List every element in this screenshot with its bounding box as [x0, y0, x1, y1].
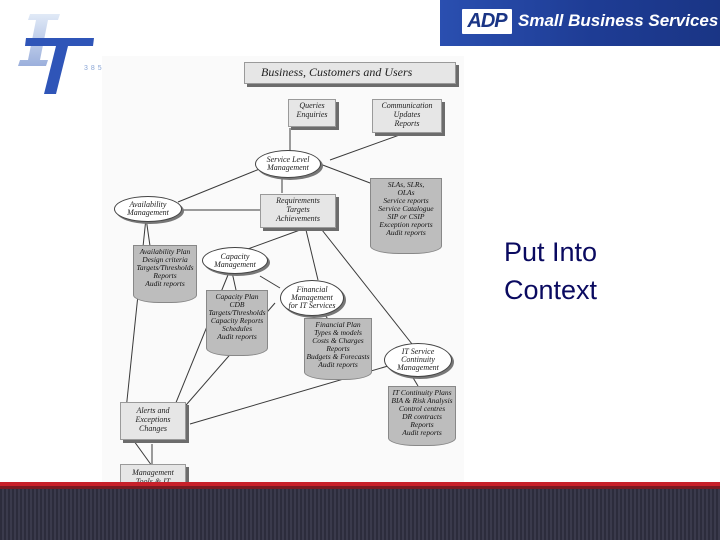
diagram-title: Business, Customers and Users [261, 65, 413, 79]
financial-documents: Financial Plan Types & models Costs & Ch… [304, 318, 372, 380]
diagram-title-box: Business, Customers and Users [244, 62, 456, 84]
capacity-documents: Capacity Plan CDB Targets/Thresholds Cap… [206, 290, 268, 356]
it-logo-number: 385 [84, 65, 105, 72]
capacity-node: Capacity Management [202, 247, 268, 274]
communication-box: Communication Updates Reports [372, 99, 442, 133]
alerts-box: Alerts and Exceptions Changes [120, 402, 186, 440]
availability-documents: Availability Plan Design criteria Target… [133, 245, 197, 303]
slide-heading-text: Put Into Context [504, 237, 598, 305]
slide-heading: Put Into Context [504, 233, 597, 309]
it-logo: 385 [18, 8, 102, 98]
adp-logo-text: ADP [467, 10, 507, 32]
it-logo-icon [18, 14, 94, 94]
service-level-node: Service Level Management [255, 150, 321, 178]
continuity-documents: IT Continuity Plans BIA & Risk Analysis … [388, 386, 456, 446]
queries-box: Queries Enquiries [288, 99, 336, 127]
financial-node: Financial Management for IT Services [280, 280, 344, 316]
footer-band [0, 482, 720, 540]
availability-node: Availability Management [114, 196, 182, 222]
continuity-node: IT Service Continuity Management [384, 343, 452, 377]
requirements-box: Requirements Targets Achievements [260, 194, 336, 228]
sla-documents: SLAs, SLRs, OLAs Service reports Service… [370, 178, 442, 254]
footer-dark-red-stripe [0, 486, 720, 489]
brand-name: Small Business Services [518, 11, 719, 30]
adp-logo: ADP [462, 9, 512, 34]
footer-red-stripe [0, 482, 720, 486]
